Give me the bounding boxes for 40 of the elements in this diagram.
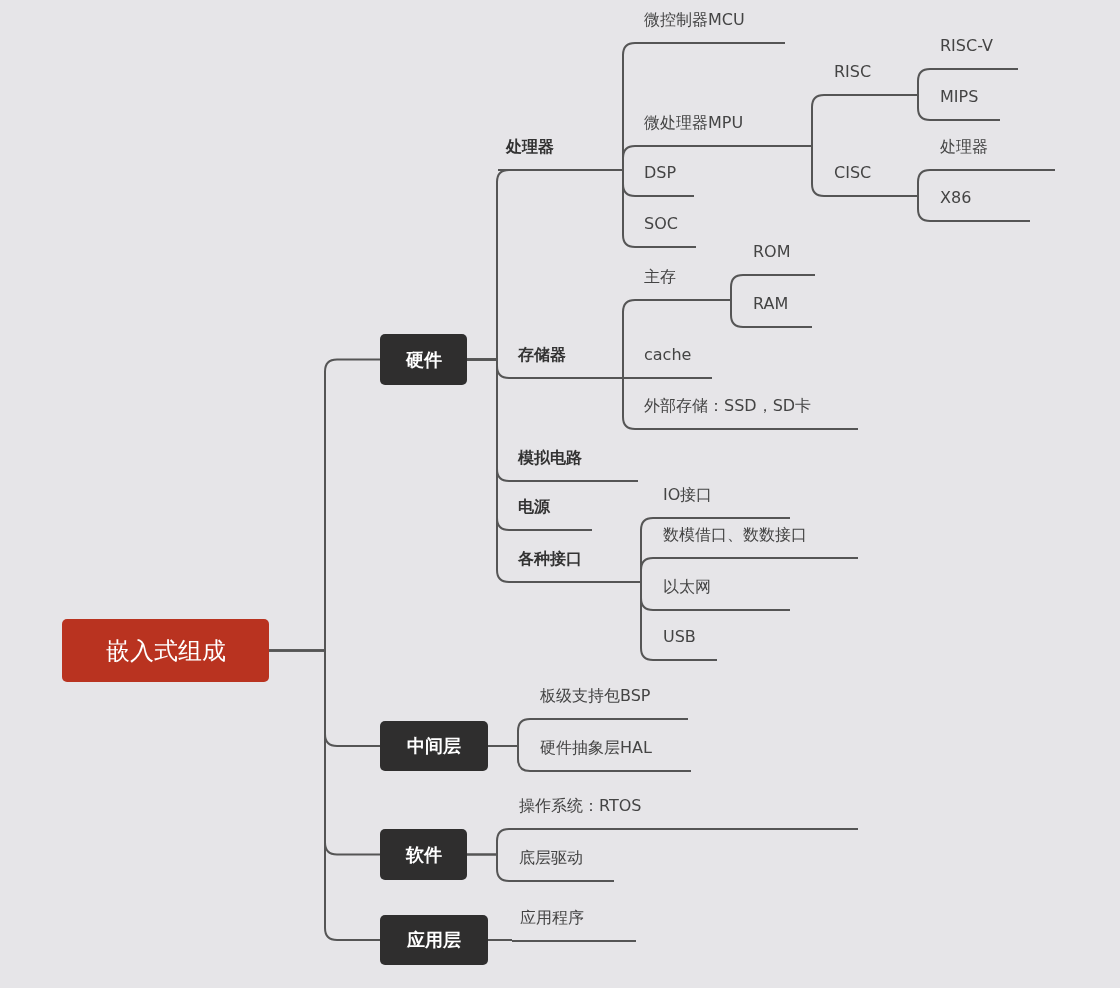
- underlined-topic: RAM: [745, 293, 812, 328]
- connector-line: [639, 557, 656, 583]
- underlined-topic: 以太网: [655, 576, 790, 611]
- underlined-topic: 各种接口: [510, 548, 640, 583]
- underlined-topic: RISC: [826, 61, 918, 96]
- underlined-topic: 底层驱动: [511, 847, 614, 882]
- underlined-topic: USB: [655, 626, 717, 661]
- underlined-topic: 存储器: [510, 344, 622, 379]
- topic-box: 软件: [380, 829, 467, 880]
- underlined-topic: SOC: [636, 213, 696, 248]
- connector-line: [268, 649, 381, 941]
- connector-line: [621, 145, 637, 171]
- underlined-topic: 微处理器MPU: [636, 112, 812, 147]
- topic-box: 中间层: [380, 721, 488, 771]
- underlined-topic: 主存: [636, 266, 730, 301]
- topic-box: 硬件: [380, 334, 467, 385]
- underlined-topic: MIPS: [932, 86, 1000, 121]
- underlined-topic: 应用程序: [512, 907, 636, 942]
- underlined-topic: 微控制器MCU: [636, 9, 785, 44]
- underlined-topic: 外部存储：SSD，SD卡: [636, 395, 858, 430]
- topic-box: 应用层: [380, 915, 488, 965]
- underlined-topic: 操作系统：RTOS: [511, 795, 858, 830]
- underlined-topic: ROM: [745, 241, 815, 276]
- underlined-topic: 模拟电路: [510, 447, 638, 482]
- underlined-topic: 处理器: [498, 136, 622, 171]
- connector-line: [466, 358, 511, 583]
- root-topic-box: 嵌入式组成: [62, 619, 269, 682]
- underlined-topic: IO接口: [655, 484, 790, 519]
- underlined-topic: 数模借口、数数接口: [655, 524, 858, 559]
- underlined-topic: RISC-V: [932, 35, 1018, 70]
- connector-line: [487, 939, 513, 941]
- underlined-topic: 电源: [510, 496, 592, 531]
- underlined-topic: 板级支持包BSP: [532, 685, 688, 720]
- underlined-topic: 处理器: [932, 136, 1055, 171]
- underlined-topic: 硬件抽象层HAL: [532, 737, 691, 772]
- underlined-topic: CISC: [826, 162, 918, 197]
- underlined-topic: DSP: [636, 162, 694, 197]
- underlined-topic: cache: [636, 344, 712, 379]
- connector-line: [621, 377, 637, 379]
- underlined-topic: X86: [932, 187, 1030, 222]
